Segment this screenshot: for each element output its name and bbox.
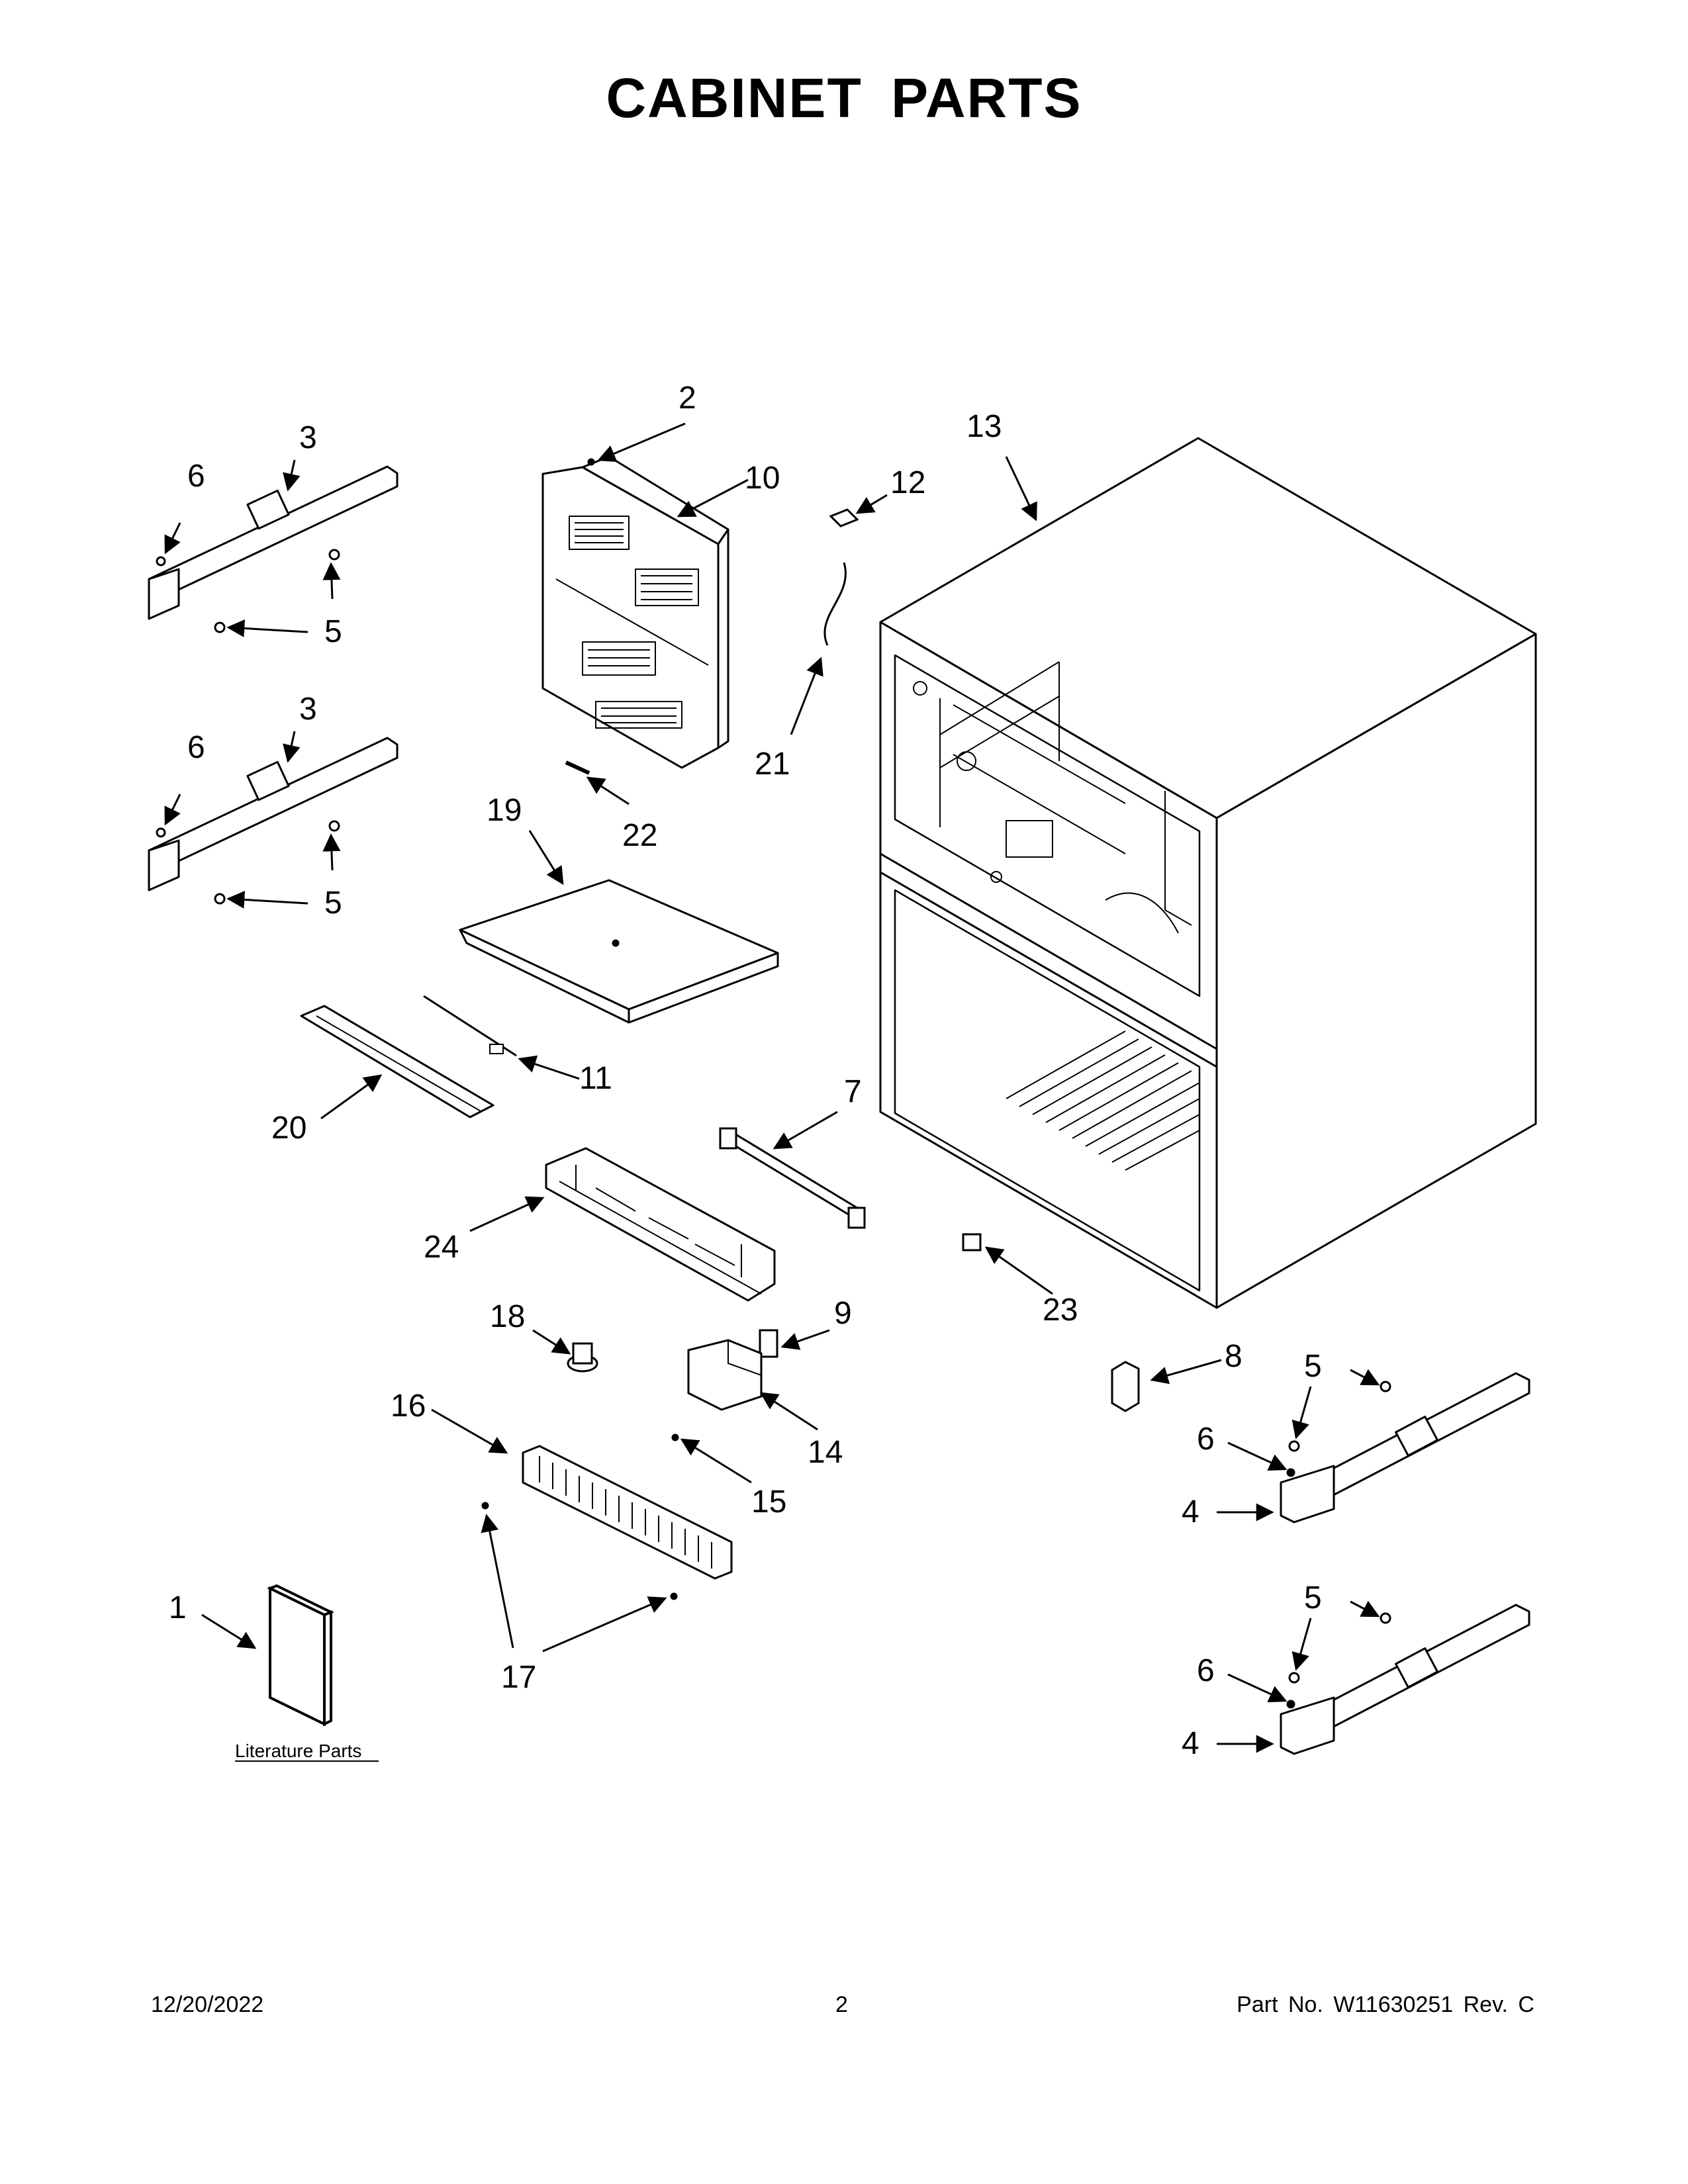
callout-9: 9: [834, 1296, 852, 1331]
callout-3-a: 3: [299, 420, 317, 455]
callout-10: 10: [745, 461, 780, 496]
literature-parts-label: Literature Parts: [235, 1741, 361, 1761]
callout-17: 17: [501, 1660, 536, 1695]
footer-date: 12/20/2022: [151, 1992, 264, 2017]
callout-labels: 2 10 12 13 21 22 19 11 20 7 24 23 9 18 1…: [169, 381, 1322, 1762]
callout-14: 14: [808, 1435, 843, 1470]
channel-rail: [300, 1005, 494, 1118]
callout-23: 23: [1043, 1293, 1078, 1328]
callout-6-d: 6: [1197, 1653, 1215, 1688]
lower-bracket: [545, 1147, 776, 1302]
callout-5-b: 5: [324, 886, 342, 921]
callout-6-a: 6: [187, 459, 205, 494]
rod: [719, 1127, 866, 1229]
footer-part-number: Part No. W11630251 Rev. C: [1237, 1992, 1534, 2017]
literature-booklet: [267, 1584, 334, 1727]
callout-22: 22: [622, 818, 657, 853]
slide-upper-left-1: [148, 465, 399, 633]
thin-rail: [423, 995, 517, 1057]
footer-page-number: 2: [835, 1992, 848, 2017]
callout-18: 18: [490, 1299, 525, 1334]
callout-11: 11: [579, 1061, 612, 1096]
callout-24: 24: [424, 1230, 459, 1265]
callout-16: 16: [391, 1388, 426, 1424]
callout-19: 19: [487, 793, 522, 828]
callout-15: 15: [751, 1484, 786, 1520]
air-tower-assembly: [541, 455, 729, 769]
callout-21: 21: [755, 747, 790, 782]
callout-5-c: 5: [1304, 1349, 1322, 1384]
callout-1: 1: [169, 1590, 187, 1625]
cabinet-shell: [879, 437, 1537, 1309]
slide-upper-left-2: [148, 737, 399, 905]
callout-20: 20: [271, 1111, 306, 1146]
callout-4-a: 4: [1182, 1494, 1199, 1529]
callout-3-b: 3: [299, 692, 317, 727]
slide-lower-right-1: [1280, 1372, 1530, 1524]
callout-2: 2: [679, 381, 696, 416]
callout-5-d: 5: [1304, 1580, 1322, 1615]
callout-13: 13: [966, 409, 1002, 444]
slide-lower-right-2: [1280, 1604, 1530, 1755]
callout-4-b: 4: [1182, 1726, 1199, 1761]
callout-8: 8: [1225, 1339, 1243, 1374]
callout-6-c: 6: [1197, 1422, 1215, 1457]
small-parts: [481, 458, 1140, 1600]
grille: [522, 1445, 733, 1580]
callout-7: 7: [844, 1074, 862, 1109]
callout-12: 12: [890, 465, 925, 500]
callout-6-b: 6: [187, 730, 205, 765]
shelf-cover: [459, 879, 779, 1024]
callout-5-a: 5: [324, 614, 342, 649]
leader-arrows: [164, 422, 1380, 1753]
page-title: CABINET PARTS: [606, 67, 1082, 129]
